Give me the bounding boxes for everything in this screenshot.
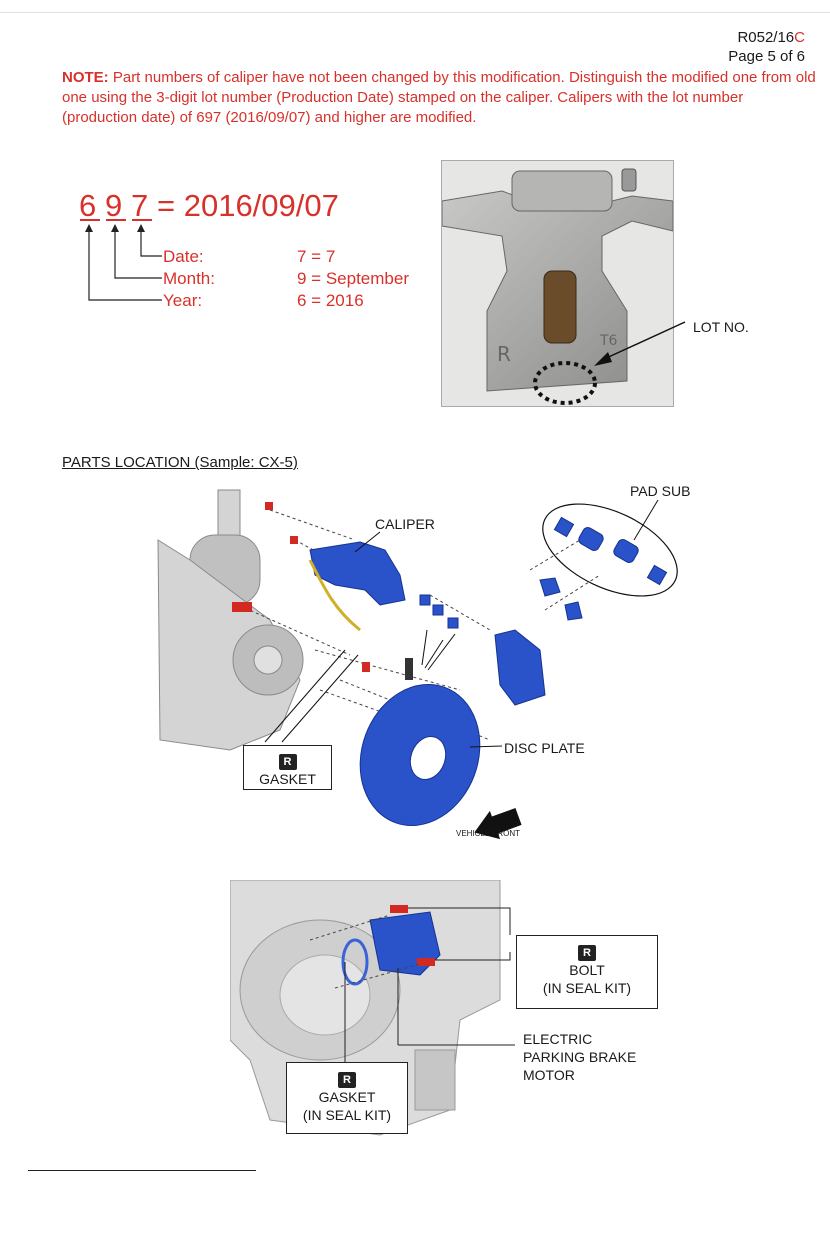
grease-tube-shape [405, 658, 413, 680]
gasket-r-badge: R [278, 754, 297, 770]
bolt-label-line1: BOLT [569, 962, 605, 978]
lot-code-connectors [80, 219, 162, 301]
lot-digit-date: 7 [131, 188, 149, 223]
lot-digit-year: 6 [79, 188, 97, 223]
caliper-body-shape [309, 541, 406, 606]
caliper-photo-drawing: R T6 [442, 161, 673, 406]
legend-month-label: Month: [163, 269, 215, 288]
epb-gasket-r-badge: R [338, 1072, 356, 1088]
vehicle-front-label: VEHICLE FRONT [456, 829, 521, 838]
legend-date-value: 7 = 7 [297, 247, 336, 266]
epb-label-line1: ELECTRIC [523, 1031, 593, 1047]
note-paragraph: NOTE: Part numbers of caliper have not b… [62, 68, 822, 128]
bolt-r-badge: R [578, 945, 596, 961]
gasket-label: GASKET [259, 771, 316, 787]
epb-label-line2: PARKING BRAKE [523, 1049, 637, 1065]
doc-reference: R052/16C [737, 28, 805, 47]
legend-year-label: Year: [163, 291, 203, 310]
epb-bolt-1 [390, 905, 408, 913]
doc-ref-suffix: C [794, 29, 805, 46]
legend-month-value: 9 = September [297, 269, 409, 288]
legend-date-label: Date: [163, 247, 204, 266]
caliper-label: CALIPER [375, 516, 435, 532]
epb-label-line3: MOTOR [523, 1067, 575, 1083]
doc-ref-prefix: R052/16 [737, 29, 795, 46]
caliper-stamp-r: R [497, 342, 511, 366]
lot-digit-month: 9 [105, 188, 123, 223]
top-rule [0, 12, 830, 13]
parts-location-title: PARTS LOCATION (Sample: CX-5) [62, 454, 298, 471]
bolt-4 [362, 662, 370, 672]
caliper-photo: R T6 [441, 160, 674, 407]
epb-bolt-2 [417, 958, 435, 966]
epb-gasket-ring [341, 938, 369, 986]
bolt-3 [232, 602, 252, 612]
pad-sub-label: PAD SUB [630, 483, 691, 499]
parts-exploded-diagram [157, 489, 678, 840]
caliper-bracket-shape [494, 629, 546, 706]
epb-gasket-label-line1: GASKET [318, 1089, 376, 1105]
note-text: Part numbers of caliper have not been ch… [62, 69, 816, 126]
page-number: Page 5 of 6 [728, 48, 805, 65]
footnote-rule [28, 1170, 256, 1171]
bolt-1 [265, 502, 273, 510]
lot-no-label: LOT NO. [693, 319, 749, 335]
bolt-callout: R BOLT (IN SEAL KIT) [516, 935, 658, 1009]
gasket-callout: R GASKET [243, 745, 332, 790]
pad-sub-ellipse [542, 503, 678, 597]
epb-gasket-callout: R GASKET (IN SEAL KIT) [286, 1062, 408, 1134]
epb-gasket-label-line2: (IN SEAL KIT) [302, 1107, 392, 1123]
bolt-label-line2: (IN SEAL KIT) [542, 980, 632, 996]
lot-code-equals: = 2016/09/07 [157, 188, 339, 223]
bolt-2 [290, 536, 298, 544]
epb-label: ELECTRIC PARKING BRAKE MOTOR [523, 1030, 636, 1084]
legend-year-value: 6 = 2016 [297, 291, 364, 310]
lot-pointer [594, 321, 686, 366]
disc-plate-label: DISC PLATE [504, 740, 585, 756]
note-label: NOTE: [62, 69, 109, 86]
lot-number-circle [533, 361, 597, 405]
brake-hose-shape [308, 559, 361, 632]
vehicle-front-arrow [474, 807, 522, 840]
knuckle-shape [157, 539, 301, 751]
caliper-stamp-t6: T6 [599, 333, 618, 349]
